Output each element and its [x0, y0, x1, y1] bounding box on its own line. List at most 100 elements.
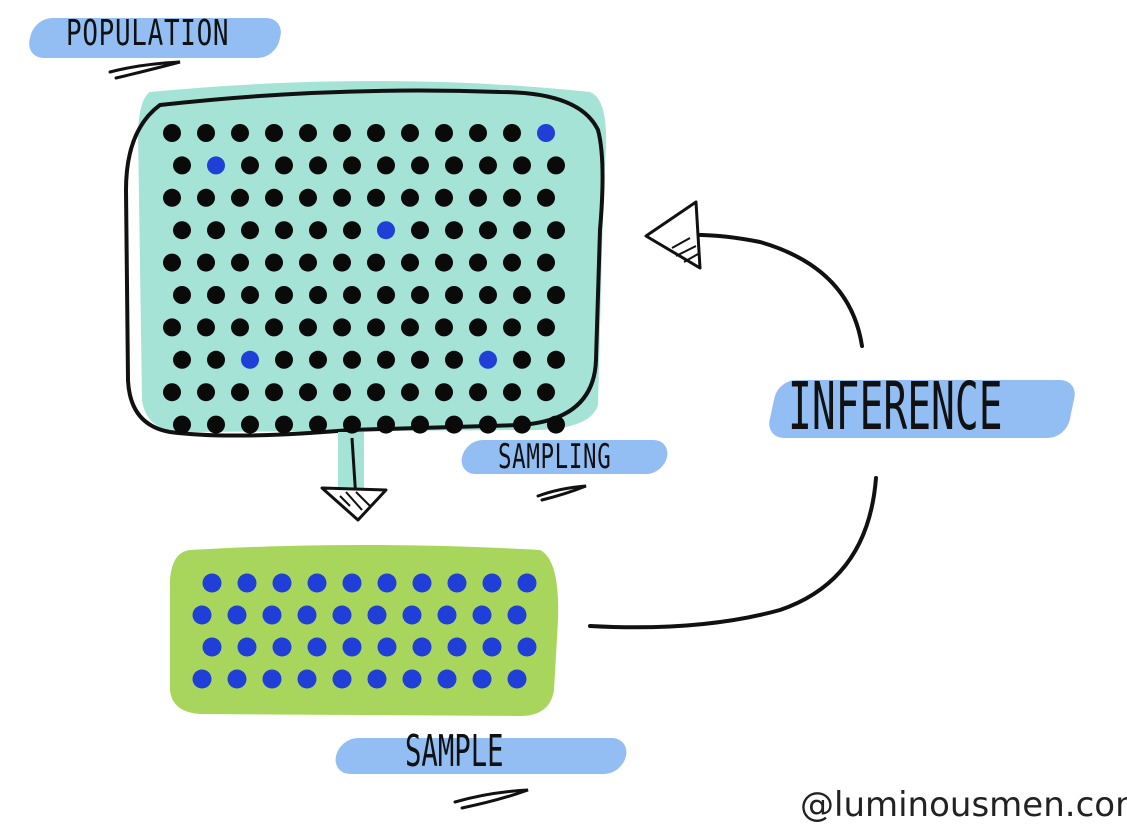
population-dot — [173, 415, 191, 434]
population-dot — [309, 221, 327, 240]
population-dot — [275, 350, 293, 369]
population-dot — [275, 221, 293, 240]
population-dot — [265, 318, 283, 337]
population-dot — [265, 188, 283, 207]
population-dot — [207, 286, 225, 304]
population-dot — [309, 415, 327, 434]
population-dot — [513, 286, 531, 304]
population-dot — [469, 318, 487, 337]
population-dot — [231, 188, 249, 207]
population-underline — [108, 60, 181, 80]
population-dot — [367, 188, 385, 207]
sample-dot — [332, 605, 352, 625]
sample-dot — [262, 605, 282, 625]
sample-dot — [307, 637, 327, 657]
population-dot — [163, 188, 181, 207]
population-dot — [445, 156, 463, 175]
sample-dot — [447, 573, 467, 593]
population-dot — [275, 156, 293, 175]
population-dot — [513, 350, 531, 369]
population-dot — [299, 383, 317, 402]
population-dot — [275, 415, 293, 434]
population-dot — [241, 156, 259, 175]
sample-dot — [202, 637, 222, 657]
population-label: POPULATION — [66, 13, 230, 54]
population-dot — [411, 350, 429, 369]
inference-arrow-hatch — [671, 237, 699, 263]
population-dot — [241, 415, 259, 434]
population-dot — [435, 188, 453, 207]
population-dot — [377, 350, 395, 369]
sample-dot — [517, 573, 537, 593]
sample-dot — [297, 605, 317, 625]
population-dot — [513, 415, 531, 434]
population-dot — [241, 286, 259, 304]
population-dot — [299, 124, 317, 142]
population-dot — [299, 253, 317, 272]
sample-dot — [342, 573, 362, 593]
population-dot — [173, 221, 191, 240]
population-dot — [231, 124, 249, 142]
sampling-arrow-hatch — [339, 491, 371, 511]
population-dot — [469, 124, 487, 142]
population-dot — [265, 383, 283, 402]
sample-dot — [472, 669, 492, 689]
sample-dot — [507, 605, 527, 625]
sample-dot — [202, 573, 222, 593]
sample-dot — [307, 573, 327, 593]
population-dot — [401, 383, 419, 402]
population-dot — [163, 383, 181, 402]
population-dot — [503, 124, 521, 142]
population-dot — [265, 253, 283, 272]
population-dot — [207, 221, 225, 240]
population-dot — [445, 350, 463, 369]
population-dot — [367, 124, 385, 142]
population-dot — [197, 383, 215, 402]
population-dot — [435, 253, 453, 272]
population-dot — [343, 156, 361, 175]
population-dot — [401, 188, 419, 207]
population-dot — [231, 318, 249, 337]
population-dot — [537, 253, 555, 272]
sample-dot — [507, 669, 527, 689]
sample-dot — [412, 573, 432, 593]
population-dot — [367, 383, 385, 402]
population-dot — [547, 350, 565, 369]
population-dot — [333, 253, 351, 272]
population-dot — [537, 188, 555, 207]
sample-dot — [227, 605, 247, 625]
population-dot-highlighted — [377, 221, 395, 240]
population-dot — [469, 188, 487, 207]
population-dot — [275, 286, 293, 304]
population-dot — [479, 415, 497, 434]
population-dot — [163, 253, 181, 272]
population-dot — [503, 188, 521, 207]
population-dot — [411, 415, 429, 434]
sample-dot — [297, 669, 317, 689]
population-dot — [197, 318, 215, 337]
population-dot — [537, 383, 555, 402]
sample-dot — [237, 573, 257, 593]
sample-dot — [447, 637, 467, 657]
sampling-arrow-head — [320, 486, 388, 522]
population-dot — [333, 383, 351, 402]
population-dot — [401, 124, 419, 142]
population-dot — [503, 253, 521, 272]
population-dot — [435, 318, 453, 337]
population-dot — [231, 253, 249, 272]
population-dot — [309, 286, 327, 304]
sample-dot — [437, 605, 457, 625]
population-dot-highlighted — [207, 156, 225, 175]
population-dot — [333, 124, 351, 142]
population-dot — [377, 286, 395, 304]
population-dot — [411, 156, 429, 175]
population-dot-highlighted — [537, 124, 555, 142]
population-dot — [309, 350, 327, 369]
population-dot — [333, 188, 351, 207]
sample-dot — [272, 573, 292, 593]
population-dot — [173, 156, 191, 175]
population-dot — [197, 188, 215, 207]
population-dot — [333, 318, 351, 337]
population-dot — [547, 286, 565, 304]
